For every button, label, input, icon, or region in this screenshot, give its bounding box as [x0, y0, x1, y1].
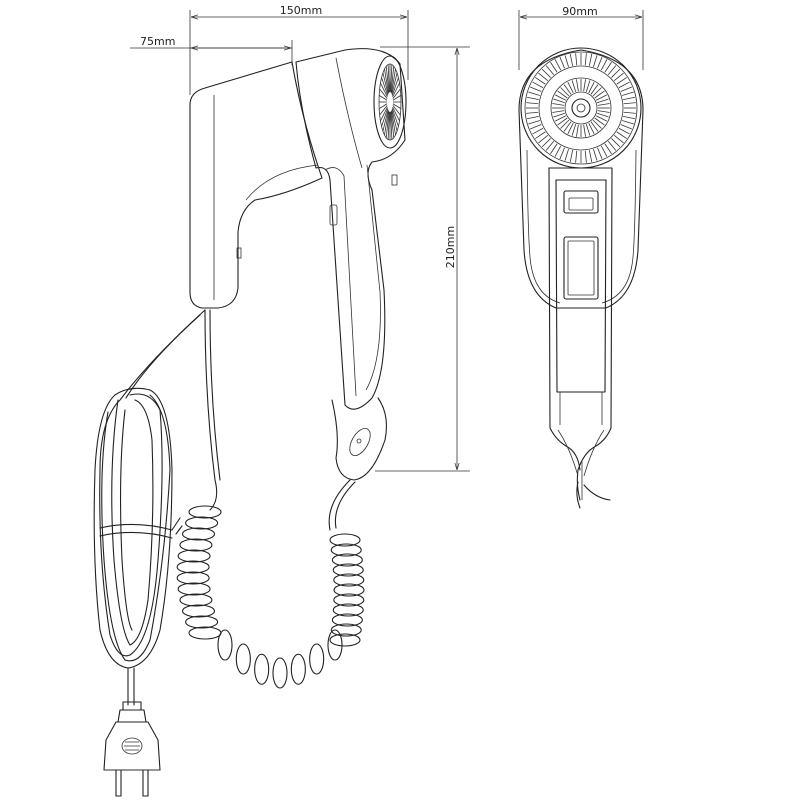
dimension-label-75mm: 75mm — [140, 35, 175, 48]
bundled-cord — [93, 309, 206, 706]
dryer-side-body — [295, 48, 406, 410]
cord-upper-right — [328, 479, 351, 531]
dimension-150mm: 150mm — [189, 4, 409, 95]
dimension-label-90mm: 90mm — [562, 5, 597, 18]
side-button — [391, 174, 398, 186]
cord-from-holder — [204, 309, 218, 511]
power-plug — [103, 701, 161, 797]
side-fan-grille — [373, 55, 407, 149]
dimension-75mm: 75mm — [130, 35, 293, 65]
cord-outlet-side — [331, 397, 387, 481]
dryer-front-view — [518, 47, 644, 509]
dimension-label-210mm: 210mm — [444, 226, 457, 268]
dimension-210mm: 210mm — [375, 46, 470, 472]
wall-holder-side — [189, 61, 323, 309]
dimension-90mm: 90mm — [518, 5, 644, 70]
side-switch — [329, 204, 338, 226]
front-window — [563, 236, 599, 300]
coiled-cord — [176, 505, 365, 689]
holder-screw-slot — [236, 247, 242, 259]
dimension-label-150mm: 150mm — [280, 4, 322, 17]
front-switch — [563, 190, 599, 214]
fan-center-hub — [571, 98, 591, 118]
